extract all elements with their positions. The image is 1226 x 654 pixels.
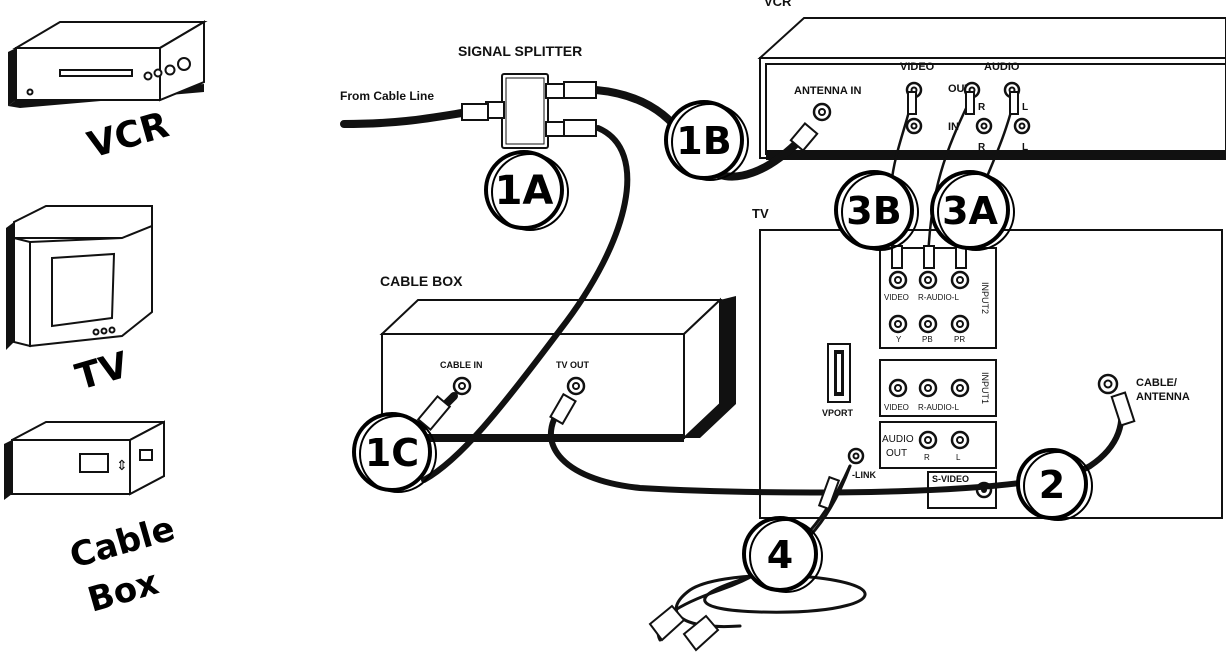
cables bbox=[340, 81, 1136, 652]
step-badge-4: 4 bbox=[742, 516, 823, 593]
audio-out-r-jack[interactable] bbox=[918, 430, 938, 450]
tv-back-panel: TV VIDEO R-AUDIO-L INPUT2 Y PB PR VPORT … bbox=[752, 206, 1223, 519]
svg-text:3B: 3B bbox=[846, 189, 901, 233]
input1-audio-l-jack[interactable] bbox=[950, 378, 970, 398]
legend-cable-box-label-2: Box bbox=[83, 563, 163, 621]
input2-pb-label: PB bbox=[922, 335, 933, 344]
vcr-antenna-in-jack[interactable] bbox=[812, 102, 832, 122]
svg-text:1C: 1C bbox=[365, 431, 419, 475]
g-link-jack[interactable] bbox=[847, 447, 865, 465]
tv-legend-icon bbox=[6, 205, 153, 350]
input2-video-label: VIDEO bbox=[884, 293, 909, 302]
input2-pr-jack[interactable] bbox=[950, 314, 970, 334]
input1-video-jack[interactable] bbox=[888, 378, 908, 398]
tv-device-label: TV bbox=[752, 206, 769, 221]
legend-vcr-label: VCR bbox=[83, 105, 173, 167]
vcr-l-out-label: L bbox=[1022, 102, 1028, 113]
cable-box-tv-out-jack[interactable] bbox=[566, 376, 586, 396]
legend-tv: TV bbox=[6, 205, 153, 399]
vcr-r-out-label: R bbox=[978, 102, 986, 113]
vcr-antenna-in-label: ANTENNA IN bbox=[794, 85, 861, 97]
vport-label: VPORT bbox=[822, 408, 854, 418]
ir-blaster-2 bbox=[682, 614, 720, 652]
step-badge-3a: 3A bbox=[930, 170, 1015, 251]
s-video-label: S-VIDEO bbox=[932, 474, 969, 484]
svg-text:3A: 3A bbox=[942, 189, 998, 233]
cable-box-tv-out-label: TV OUT bbox=[556, 360, 590, 370]
vcr-in-label: IN bbox=[948, 121, 959, 133]
updown-arrow-icon: ⇕ bbox=[116, 457, 128, 473]
audio-out-l-jack[interactable] bbox=[950, 430, 970, 450]
step-badge-1c: 1C bbox=[352, 412, 437, 493]
vcr-back-panel: VCR ANTENNA IN VIDEO AUDIO OUT IN R L R … bbox=[757, 0, 1226, 160]
vcr-audio-label: AUDIO bbox=[984, 61, 1020, 73]
audio-out-r-label: R bbox=[924, 453, 930, 462]
cable-from-line bbox=[340, 108, 472, 128]
vcr-audio-l-in-jack[interactable] bbox=[1013, 117, 1031, 135]
legend-vcr: VCR bbox=[8, 20, 208, 167]
step-badge-3b: 3B bbox=[834, 170, 919, 251]
input2-pb-jack[interactable] bbox=[918, 314, 938, 334]
svg-text:4: 4 bbox=[767, 533, 793, 577]
vcr-video-in-jack[interactable] bbox=[905, 117, 923, 135]
step-badge-2: 2 bbox=[1016, 448, 1093, 521]
signal-splitter-label: SIGNAL SPLITTER bbox=[458, 43, 582, 59]
signal-splitter: SIGNAL SPLITTER From Cable Line bbox=[340, 43, 582, 149]
cable-box-legend-icon: ⇕ bbox=[4, 420, 165, 500]
cable-antenna-label-2: ANTENNA bbox=[1136, 391, 1190, 403]
step-badge-1a: 1A bbox=[484, 150, 569, 231]
vcr-r-in-label: R bbox=[978, 142, 986, 153]
ir-blaster-1 bbox=[648, 604, 686, 642]
svg-text:2: 2 bbox=[1039, 463, 1065, 507]
cable-box-label: CABLE BOX bbox=[380, 273, 463, 289]
cable-1c bbox=[421, 125, 631, 483]
audio-out-label-1: AUDIO bbox=[882, 434, 914, 445]
input2-r-audio-l-label: R-AUDIO-L bbox=[918, 293, 959, 302]
vcr-video-label: VIDEO bbox=[900, 61, 935, 73]
input2-label: INPUT2 bbox=[980, 282, 990, 314]
audio-out-label-2: OUT bbox=[886, 448, 907, 459]
input2-pr-label: PR bbox=[954, 335, 965, 344]
audio-out-l-label: L bbox=[956, 453, 961, 462]
input2-y-label: Y bbox=[896, 335, 902, 344]
step-badges: 1A 1B 1C 2 3A 3B 4 bbox=[352, 100, 1093, 593]
cable-antenna-label-1: CABLE/ bbox=[1136, 377, 1177, 389]
vcr-audio-r-in-jack[interactable] bbox=[975, 117, 993, 135]
svg-text:1B: 1B bbox=[676, 119, 731, 163]
cable-box-cable-in-label: CABLE IN bbox=[440, 360, 483, 370]
cable-box-device: CABLE BOX CABLE IN TV OUT bbox=[379, 273, 736, 442]
input2-y-jack[interactable] bbox=[888, 314, 908, 334]
cable-box-cable-in-jack[interactable] bbox=[452, 376, 472, 396]
input1-video-label: VIDEO bbox=[884, 403, 909, 412]
vcr-device-label: VCR bbox=[764, 0, 792, 9]
cable-2 bbox=[547, 397, 1125, 496]
legend-tv-label: TV bbox=[71, 345, 133, 399]
input2-audio-r-jack[interactable] bbox=[918, 270, 938, 290]
legend-cable-box: ⇕ Cable Box bbox=[4, 420, 179, 621]
step-badge-1b: 1B bbox=[664, 100, 749, 181]
vcr-l-in-label: L bbox=[1022, 142, 1028, 153]
cable-3a-r bbox=[926, 98, 972, 264]
input1-label: INPUT1 bbox=[980, 372, 990, 404]
legend-cable-box-label-1: Cable bbox=[65, 509, 179, 577]
from-cable-line-label: From Cable Line bbox=[340, 89, 434, 103]
vport-connector[interactable] bbox=[827, 343, 851, 403]
input1-audio-r-jack[interactable] bbox=[918, 378, 938, 398]
input1-r-audio-l-label: R-AUDIO-L bbox=[918, 403, 959, 412]
tv-cable-antenna-jack[interactable] bbox=[1097, 373, 1119, 395]
vcr-legend-icon bbox=[8, 20, 208, 108]
input2-video-jack[interactable] bbox=[888, 270, 908, 290]
g-link-label: -LINK bbox=[852, 470, 876, 480]
input2-audio-l-jack[interactable] bbox=[950, 270, 970, 290]
svg-text:1A: 1A bbox=[495, 168, 554, 214]
